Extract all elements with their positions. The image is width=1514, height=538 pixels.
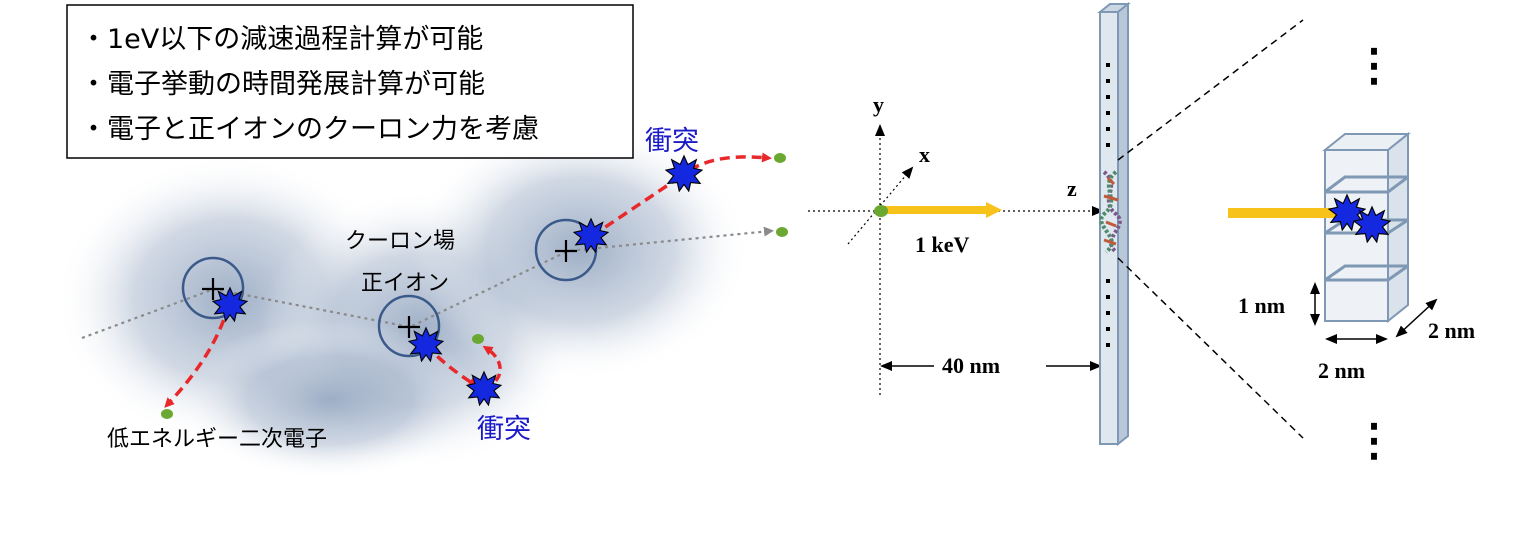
- coulomb-field-label: クーロン場: [345, 229, 455, 254]
- zoom-line-bottom: [1117, 257, 1304, 439]
- ionization-cloud: [55, 120, 750, 480]
- slab-dots: [1106, 63, 1110, 347]
- x-axis: [847, 166, 914, 245]
- dna-slab: [1097, 1, 1131, 447]
- ion-circle-2: [377, 294, 441, 358]
- axis-y-label: y: [873, 92, 884, 117]
- ellipsis-bottom: ⋮: [1352, 416, 1396, 465]
- voxel-depth-label: 2 nm: [1428, 318, 1475, 343]
- beam-energy-label: 1 keV: [915, 232, 970, 257]
- dna-segment-icon: [1099, 170, 1122, 254]
- electron-source-dot-icon: [874, 205, 888, 217]
- positive-ion-label: 正イオン: [361, 271, 449, 296]
- voxel-height-label: 1 nm: [1238, 293, 1285, 318]
- voxel-depth-arrow: [1395, 298, 1438, 338]
- secondary-electron-track-1: [164, 304, 231, 408]
- ion-circle-1: [181, 256, 245, 320]
- axis-z-label: z: [1067, 176, 1077, 201]
- secondary-electron-track-5: [689, 152, 772, 172]
- feature-item-2: ・電子挙動の時間発展計算が可能: [80, 69, 485, 100]
- low-energy-electron-label: 低エネルギー二次電子: [107, 427, 327, 452]
- primary-electron-track: [81, 226, 774, 340]
- distance-label: 40 nm: [942, 353, 1000, 378]
- collision-label-top: 衝突: [645, 126, 699, 157]
- voxel-width-label: 2 nm: [1318, 358, 1365, 383]
- feature-item-1: ・1eV以下の減速過程計算が可能: [80, 24, 483, 55]
- features-box: [66, 4, 634, 159]
- plus-sign-icons: [202, 240, 577, 338]
- collision-label-bottom: 衝突: [477, 414, 531, 445]
- secondary-electron-track-4: [591, 175, 681, 238]
- axis-x-label: x: [919, 142, 930, 167]
- ellipsis-top: ⋮: [1352, 41, 1396, 90]
- electron-dot-icons: [161, 153, 788, 419]
- zoom-line-top: [1117, 19, 1304, 161]
- feature-item-3: ・電子と正イオンのクーロン力を考慮: [80, 114, 539, 145]
